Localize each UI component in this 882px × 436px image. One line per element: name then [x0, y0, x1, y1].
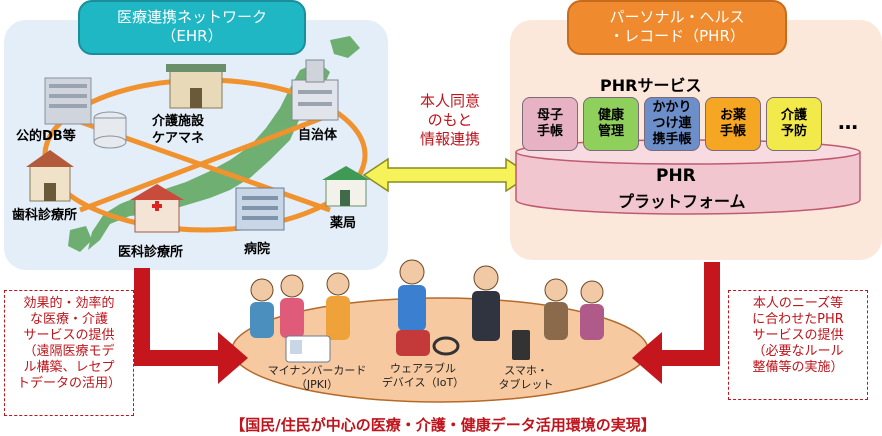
hospital-label: 病院: [244, 242, 271, 257]
worker-icon: [398, 259, 426, 331]
phr-header: パーソナル・ヘルス ・レコード（PHR）: [567, 0, 787, 55]
phr-platform-label-1: PHR: [656, 166, 696, 186]
public-db-icon: [44, 77, 127, 149]
right-note-box: [728, 290, 868, 400]
center-link-text: 本人同意 のもと 情報連携: [400, 92, 500, 149]
phr-service-item: 健康 管理: [583, 97, 639, 151]
elderly-couple-icon: [544, 278, 604, 340]
left-note-line1: 効果的・効率的: [23, 296, 115, 311]
right-note-line4: （必要なルール: [752, 344, 844, 359]
right-note-line3: サービスの提供: [752, 328, 844, 343]
right-note-text: 本人のニーズ等 に合わせたPHR サービスの提供 （必要なルール 整備等の実施）: [730, 296, 866, 376]
ehr-header: 医療連携ネットワーク （EHR）: [78, 0, 306, 55]
phr-title: パーソナル・ヘルス: [609, 8, 745, 26]
dental-clinic-icon: [26, 150, 74, 202]
pharmacy-icon: [322, 166, 370, 207]
right-red-arrow-icon: [632, 262, 720, 384]
right-note-line5: 整備等の実施）: [752, 360, 844, 375]
dental-clinic-label: 歯科診療所: [12, 208, 78, 223]
care-facility-icon: [166, 64, 226, 109]
medical-clinic-icon: [130, 184, 184, 233]
public-db-label: 公的DB等: [16, 129, 76, 144]
smartphone-label: スマホ・ タブレット: [498, 364, 554, 391]
pharmacy-label: 薬局: [330, 216, 357, 231]
bottom-title: 【国民/住民が中心の医療・介護・健康データ活用環境の実現】: [230, 416, 656, 434]
mynumber-card-icon: [285, 335, 331, 363]
phr-platform-label-2: プラットフォーム: [618, 192, 746, 211]
care-facility-label-2: ケアマネ: [152, 131, 205, 146]
phr-service-item: 介護 予防: [766, 97, 822, 151]
mynumber-card-label: マイナンバーカード （JPKI）: [267, 364, 367, 391]
right-note-line2: に合わせたPHR: [752, 312, 844, 327]
wearable-device-icon: [396, 330, 460, 356]
left-note-line5: ル構築、レセプ: [23, 360, 115, 375]
right-note-line1: 本人のニーズ等: [752, 296, 844, 311]
left-red-arrow-icon: [134, 268, 248, 384]
left-note-line2: な医療・介護: [29, 312, 108, 327]
municipality-label: 自治体: [298, 128, 338, 143]
ehr-subtitle: （EHR）: [161, 27, 223, 45]
medical-clinic-label: 医科診療所: [118, 245, 184, 260]
phr-subtitle: ・レコード（PHR）: [609, 27, 745, 45]
phr-service-item: お薬 手帳: [705, 97, 761, 151]
phr-service-item: 母子 手帳: [522, 97, 578, 151]
wearable-device-label: ウェアラブル デバイス（IoT）: [381, 362, 465, 389]
left-note-line6: トデータの活用）: [16, 376, 121, 391]
center-link-line3: 情報連携: [419, 130, 480, 148]
left-note-line3: サービスの提供: [23, 328, 115, 343]
center-link-line2: のもと: [427, 111, 473, 129]
hospital-icon: [235, 187, 285, 231]
phr-service-item: かかり つけ連 携手帳: [644, 97, 700, 151]
care-facility-label-1: 介護施設: [152, 114, 205, 129]
ehr-title: 医療連携ネットワーク: [116, 8, 267, 26]
left-note-box: [4, 290, 134, 416]
businessman-icon: [472, 265, 500, 341]
center-link-line1: 本人同意: [419, 92, 480, 110]
smartphone-icon: [512, 330, 530, 360]
left-note-line4: （遠隔医療モデ: [23, 344, 115, 359]
phr-services-title: PHRサービス: [600, 76, 702, 95]
municipality-icon: [291, 59, 339, 121]
left-note-text: 効果的・効率的 な医療・介護 サービスの提供 （遠隔医療モデ ル構築、レセプ ト…: [6, 296, 132, 392]
family-icon: [250, 272, 350, 340]
more-services-ellipsis: …: [838, 110, 858, 134]
